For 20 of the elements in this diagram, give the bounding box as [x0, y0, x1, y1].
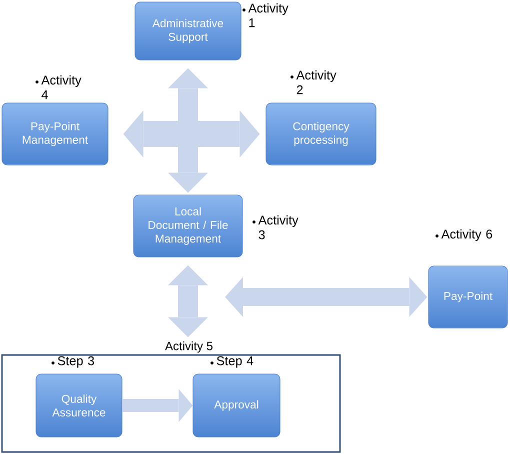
block-arrow: [122, 389, 193, 422]
block-arrow: [168, 68, 208, 193]
bullet-label: Activity 1: [248, 3, 288, 28]
process-box: Administrative Support: [134, 2, 242, 60]
block-arrow: [123, 110, 260, 158]
group-heading: Activity 5: [165, 341, 212, 353]
process-box: Approval: [192, 374, 280, 438]
bullet-label: Step 3: [58, 356, 94, 368]
block-arrow: [225, 277, 428, 317]
bullet-label: Activity 2: [296, 70, 336, 94]
bullet-label: Activity 6: [441, 229, 492, 242]
block-arrow: [168, 265, 208, 338]
process-box: Local Document / File Management: [133, 194, 243, 258]
process-box: Quality Assurence: [36, 374, 122, 438]
bullet-label: Activity 3: [258, 215, 298, 240]
process-box: Contigency processing: [266, 102, 376, 166]
bullet-label: Step 4: [216, 356, 254, 368]
bullet-label: Activity 4: [41, 75, 82, 100]
process-box: Pay-Point Management: [2, 102, 108, 166]
process-box: Pay-Point: [428, 266, 508, 328]
